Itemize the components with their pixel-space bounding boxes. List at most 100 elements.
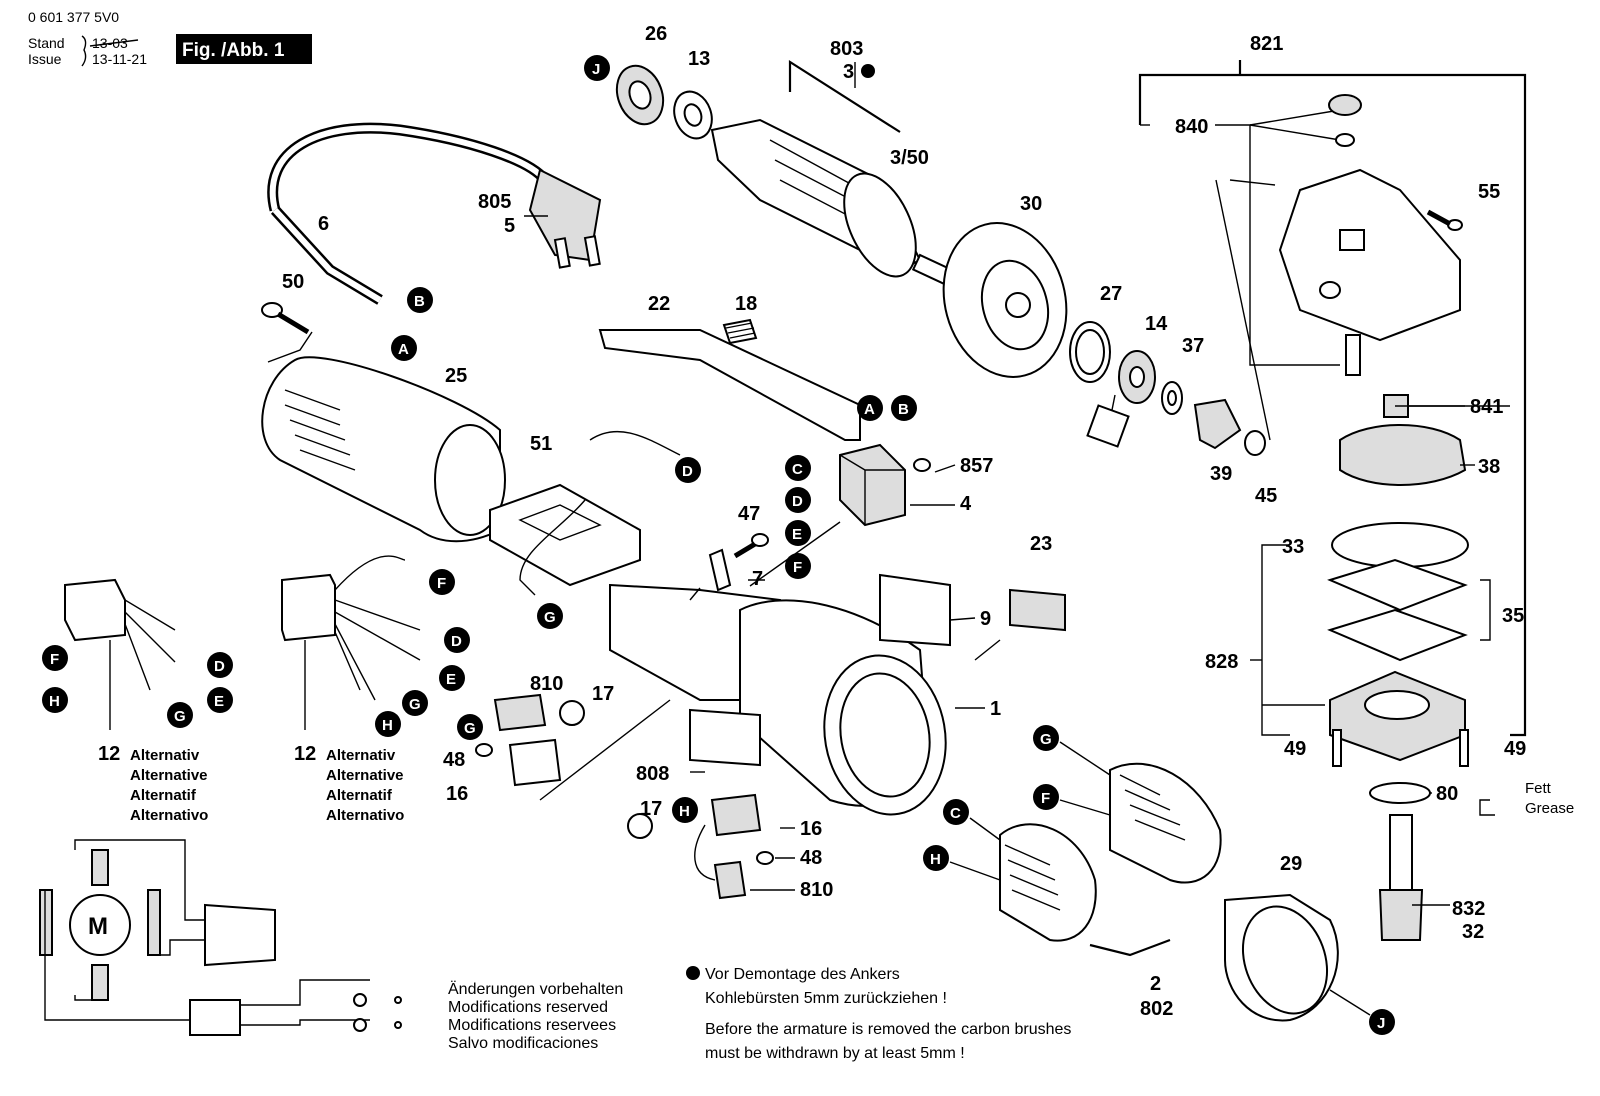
capacitor-12-left [64,578,176,730]
stand-label: Stand [28,35,65,51]
part-number-832: 832 [1452,898,1485,920]
bracket-821 [1138,73,1527,737]
washer-80 [1369,782,1431,804]
part-number-16-lower: 16 [800,818,822,840]
bracket-2 [1089,938,1171,957]
part-number-labels: 26 13 803 3 3/50 805 5 6 50 30 22 18 27 … [98,23,1526,1020]
circuit-diagram: M [39,839,402,1036]
part-number-32: 32 [1462,921,1484,943]
bearing-detail [1086,404,1130,448]
switch-lever-group [598,318,861,441]
label-9 [879,573,951,647]
part-number-840: 840 [1175,116,1208,138]
connector-c-switch: C [785,455,811,481]
svg-text:C: C [792,461,803,478]
svg-text:G: G [1040,731,1052,748]
grease-symbol [1479,799,1495,816]
housing-cover-opening [434,424,506,536]
svg-text:C: C [950,805,961,822]
part-number-27: 27 [1100,283,1122,305]
part-number-80: 80 [1436,783,1458,805]
field-coil-symbol-left [39,889,53,956]
capacitor-left [64,578,126,642]
switch-lever-22 [598,329,861,441]
coil-wires [949,741,1371,1016]
connector-g-cap-right: G [402,690,428,716]
part-number-7: 7 [752,568,763,590]
nut-45 [1244,430,1266,456]
part-number-26: 26 [645,23,667,45]
connector-j-guard: J [1369,1009,1395,1035]
field-housing-cover-25 [261,356,506,543]
part-number-35: 35 [1502,605,1524,627]
grease-label-en: Grease [1525,800,1574,817]
svg-text:G: G [464,720,476,737]
connector-b-cable: B [407,287,433,313]
alternative-label-3: Alternatif [130,787,197,804]
brush-holder-16a [508,738,562,787]
svg-text:D: D [451,633,462,650]
connector-h-coil: H [923,845,949,871]
warning-en-line2: must be withdrawn by at least 5mm ! [705,1045,965,1062]
screw-49b [1459,729,1469,767]
part-number-12-left: 12 [98,743,120,765]
cap-840 [1328,94,1362,116]
connector-badges: J B A A B C D E F D G F D E G H F H D E … [42,55,1395,1035]
label-808 [689,708,761,767]
disassembly-warning: Vor Demontage des Ankers Kohlebürsten 5m… [686,966,1071,1062]
motor-symbol-label: M [88,913,108,940]
alternative-label-3: Alternatif [326,787,393,804]
grease-label-de: Fett [1525,780,1552,797]
svg-text:E: E [446,671,456,688]
part-number-14: 14 [1145,313,1168,335]
part-number-51: 51 [530,433,552,455]
brush-holder-16b [710,793,762,837]
motor-symbol [69,894,131,956]
connector-b-switch: B [891,395,917,421]
screw-48b [756,851,774,865]
field-coil-symbol-right [147,889,161,956]
connector-c-coil: C [943,799,969,825]
switch-4 [839,443,931,527]
part-number-805: 805 [478,191,511,213]
capacitor-symbol [189,999,241,1036]
warning-de-line2: Kohlebürsten 5mm zurückziehen ! [705,990,947,1007]
pinion-39 [1193,398,1242,450]
svg-text:A: A [864,401,875,418]
alternative-label-1: Alternativ [326,747,396,764]
part-number-30: 30 [1020,193,1042,215]
modification-note-es: Salvo modificaciones [448,1035,598,1052]
connector-j-top: J [584,55,610,81]
motor-housing-1 [609,573,1066,816]
part-number-45: 45 [1255,485,1277,507]
warning-en-line1: Before the armature is removed the carbo… [705,1021,1071,1038]
screw-48a [475,743,493,757]
field-coil-lower [999,823,1097,942]
connector-f-switch: F [785,553,811,579]
modification-note-en: Modifications reserved [448,999,608,1016]
part-number-5: 5 [504,215,515,237]
part-number-50: 50 [282,271,304,293]
part-number-821: 821 [1250,33,1283,55]
part-number-29: 29 [1280,853,1302,875]
part-number-17-upper: 17 [592,683,614,705]
part-number-841: 841 [1470,396,1503,418]
part-number-18: 18 [735,293,757,315]
guard-29 [1224,893,1339,1022]
part-number-33: 33 [1282,536,1304,558]
connector-a-switch: A [857,395,883,421]
brush-symbol-bottom [91,964,109,1001]
brush-symbol-top [91,849,109,886]
gasket-35b [1327,608,1468,662]
connector-g-cap-left: G [167,702,193,728]
svg-text:F: F [1041,790,1050,807]
svg-text:F: F [437,575,446,592]
connector-e-cap-left: E [207,687,233,713]
svg-text:J: J [592,61,600,78]
old-date-strike [89,39,139,47]
alternative-label-1: Alternativ [130,747,200,764]
field-coils-2 [999,762,1222,957]
svg-text:D: D [214,658,225,675]
part-number-47: 47 [738,503,760,525]
part-number-4: 4 [960,493,972,515]
